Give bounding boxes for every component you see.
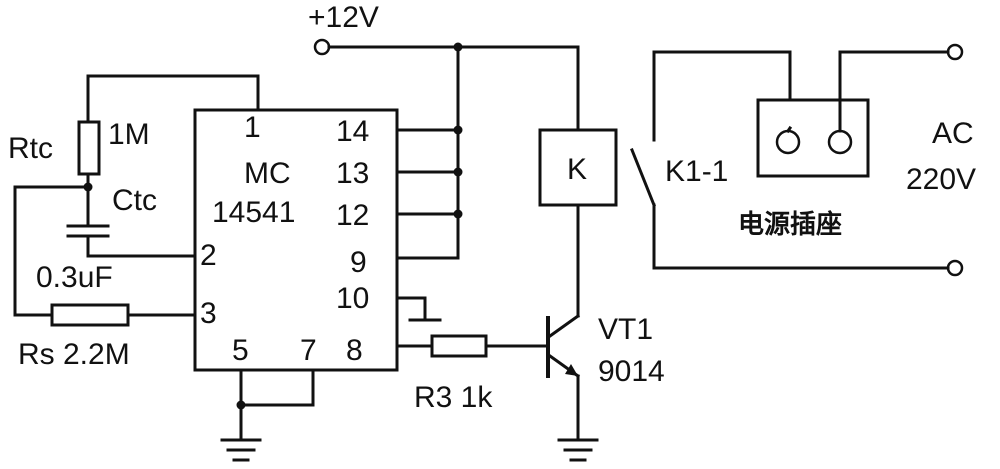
ic-name-line1: MC [244, 157, 291, 190]
resistor-rtc [77, 120, 101, 176]
pin1-wire [86, 74, 260, 124]
junction-dot [453, 42, 463, 52]
power-socket [756, 98, 870, 178]
relay-coil-k [538, 128, 618, 207]
ctc-value: 0.3uF [36, 261, 113, 294]
pin7-wire [239, 368, 315, 407]
transistor-vt1 [546, 313, 581, 379]
pin-3-label: 3 [200, 297, 217, 330]
ac-terminal-bottom [946, 259, 964, 277]
ctc-name: Ctc [112, 184, 157, 217]
rs-loop-wire [13, 185, 90, 317]
switch-blade-k1-1 [630, 148, 656, 207]
junction-dot [236, 400, 246, 410]
socket-label: 电源插座 [738, 209, 842, 240]
pin-10-label: 10 [336, 282, 369, 315]
ac-voltage: 220V [906, 163, 976, 196]
relay-label: K [567, 153, 587, 186]
pin-5-label: 5 [232, 334, 249, 367]
pin-1-label: 1 [244, 111, 261, 144]
ic-name-line2: 14541 [212, 196, 295, 229]
pin-7-label: 7 [300, 334, 317, 367]
ctc-to-pin2-wire [86, 234, 197, 258]
contact-bottom-wire [652, 203, 950, 270]
socket-right-wire [838, 50, 950, 133]
rtc-name: Rtc [8, 132, 53, 165]
supply-terminal [313, 38, 331, 56]
resistor-r3 [430, 334, 488, 358]
socket-left-stub [785, 125, 793, 134]
ac-terminal-top [946, 43, 964, 61]
pin-12-label: 12 [336, 199, 369, 232]
rs-label: Rs 2.2M [18, 338, 130, 371]
ground-symbol [557, 438, 599, 462]
rtc-value: 1M [108, 118, 150, 151]
pin-14-label: 14 [336, 115, 369, 148]
pin10-wire [395, 296, 427, 320]
transistor-name: VT1 [598, 313, 653, 346]
pin-2-label: 2 [200, 239, 217, 272]
supply-label: +12V [308, 1, 379, 34]
r3-label: R3 1k [414, 381, 493, 414]
transistor-part: 9014 [598, 355, 665, 388]
resistor-rs [50, 303, 130, 327]
pin-8-label: 8 [346, 334, 363, 367]
ac-label: AC [932, 117, 974, 150]
pin-13-label: 13 [336, 157, 369, 190]
ic-mc14541 [193, 108, 399, 372]
contact-top-wire [652, 50, 792, 142]
switch-label: K1-1 [665, 155, 728, 188]
ground-symbol [220, 438, 262, 462]
pin-9-label: 9 [350, 246, 367, 279]
